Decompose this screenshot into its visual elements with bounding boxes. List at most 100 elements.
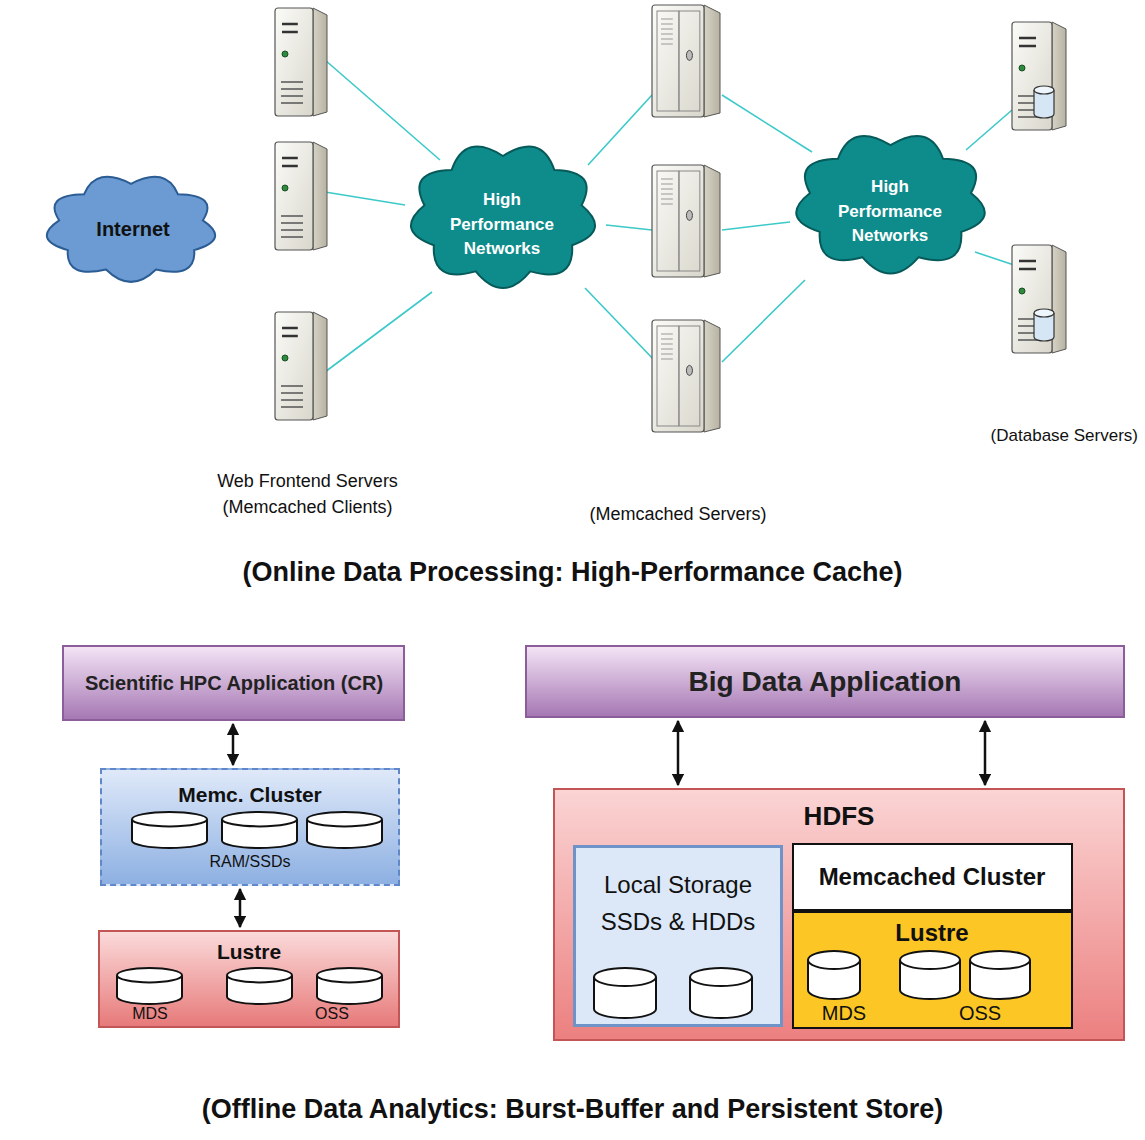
server-front	[275, 142, 313, 250]
server-side	[313, 312, 327, 420]
server-side	[313, 8, 327, 116]
vent-line	[661, 194, 673, 195]
application-box: Scientific HPC Application (CR)	[62, 645, 405, 721]
node-title: Scientific HPC Application (CR)	[74, 671, 394, 695]
data-arrow	[984, 721, 987, 785]
server-icon	[275, 142, 327, 250]
node-title: High Performance Networks	[440, 188, 564, 262]
filesystem-box: HDFS Local Storage SSDs & HDDsMemcached C…	[553, 788, 1125, 1041]
vent-line	[281, 236, 303, 238]
drive-slot	[1019, 37, 1036, 40]
local-storage-box: Local Storage SSDs & HDDs	[573, 845, 783, 1027]
node-title: Memc. Cluster	[110, 782, 390, 807]
disk-top	[307, 812, 382, 826]
cabinet-door	[679, 11, 700, 111]
disk-top	[594, 968, 656, 986]
drive-slot	[282, 335, 298, 338]
network-link	[606, 225, 652, 230]
cloud-outline	[796, 136, 984, 274]
section-heading: (Online Data Processing: High-Performanc…	[0, 556, 1145, 590]
cache-server-icon	[652, 320, 720, 432]
data-arrow	[239, 889, 242, 927]
group-label: (Memcached Servers)	[553, 503, 803, 526]
vent-line	[281, 102, 303, 104]
vent-line	[661, 334, 673, 335]
cache-cluster-box: Memcached Cluster	[792, 843, 1073, 911]
disk-top	[900, 951, 960, 969]
cabinet-door	[657, 326, 679, 426]
vent-line	[661, 34, 673, 35]
vent-line	[281, 95, 303, 97]
vent-line	[281, 88, 303, 90]
vent-line	[281, 222, 303, 224]
power-light	[282, 51, 288, 57]
database-symbol	[1034, 86, 1054, 94]
power-light	[282, 355, 288, 361]
vent-line	[281, 215, 303, 217]
drive-slot	[282, 23, 298, 26]
cloud-outline	[411, 147, 595, 289]
network-link	[722, 95, 812, 152]
node-label: RAM/SSDs	[150, 852, 350, 871]
cabinet-door	[657, 171, 679, 271]
database-symbol	[1034, 309, 1054, 317]
server-icon	[275, 312, 327, 420]
vent-line	[661, 39, 673, 40]
vent-line	[661, 179, 673, 180]
vent-line	[661, 344, 673, 345]
data-arrow	[677, 721, 680, 785]
server-side	[704, 5, 720, 117]
group-label: Web Frontend Servers (Memcached Clients)	[200, 468, 415, 520]
server-icon	[275, 8, 327, 116]
server-front	[652, 5, 704, 117]
vent-line	[661, 19, 673, 20]
network-link	[325, 292, 432, 372]
vent-line	[281, 385, 303, 387]
node-label: OSS	[948, 1001, 1012, 1025]
disk-top	[808, 951, 860, 969]
cabinet-door	[657, 11, 679, 111]
server-side	[704, 320, 720, 432]
network-link	[722, 280, 805, 362]
cabinet-lock	[686, 50, 692, 60]
power-light	[1019, 288, 1025, 294]
disk-top	[227, 968, 292, 982]
disk-top	[117, 968, 182, 982]
vent-line	[281, 406, 303, 408]
database-server-icon	[1012, 22, 1066, 130]
disk-top	[690, 968, 752, 986]
node-title: HDFS	[739, 801, 939, 832]
node-label: MDS	[120, 1004, 180, 1023]
cache-server-icon	[652, 5, 720, 117]
network-link	[588, 95, 652, 165]
vent-line	[281, 392, 303, 394]
server-front	[652, 165, 704, 277]
cache-cluster-box: Memc. ClusterRAM/SSDs	[100, 768, 400, 886]
vent-line	[661, 339, 673, 340]
storage-box: LustreMDSOSS	[98, 930, 400, 1028]
application-box: Big Data Application	[525, 645, 1125, 718]
drive-slot	[282, 327, 298, 330]
drive-slot	[282, 157, 298, 160]
network-link	[966, 110, 1012, 150]
drive-slot	[282, 165, 298, 168]
network-link	[722, 222, 790, 230]
internet-cloud: Internet	[35, 163, 227, 293]
vent-line	[661, 44, 673, 45]
vent-line	[661, 359, 673, 360]
server-front	[652, 320, 704, 432]
section-heading: (Offline Data Analytics: Burst-Buffer an…	[0, 1093, 1145, 1127]
cache-server-icon	[652, 165, 720, 277]
drive-slot	[1019, 268, 1036, 271]
vent-line	[661, 349, 673, 350]
cabinet-door	[679, 326, 700, 426]
power-light	[282, 185, 288, 191]
database-server-icon	[1012, 245, 1066, 353]
vent-line	[661, 24, 673, 25]
server-side	[313, 142, 327, 250]
cabinet-lock	[686, 365, 692, 375]
vent-line	[281, 229, 303, 231]
node-title: Lustre	[832, 919, 1032, 948]
drive-slot	[1019, 260, 1036, 263]
server-side	[704, 165, 720, 277]
